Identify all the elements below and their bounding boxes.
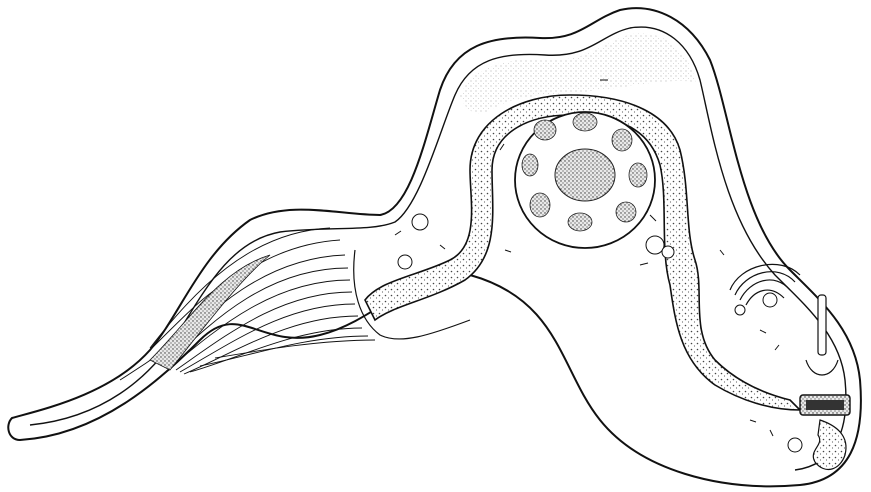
cell-outline <box>8 8 861 486</box>
kinetoplast <box>800 395 850 415</box>
nucleolus <box>555 149 615 201</box>
nucleus <box>515 112 655 248</box>
